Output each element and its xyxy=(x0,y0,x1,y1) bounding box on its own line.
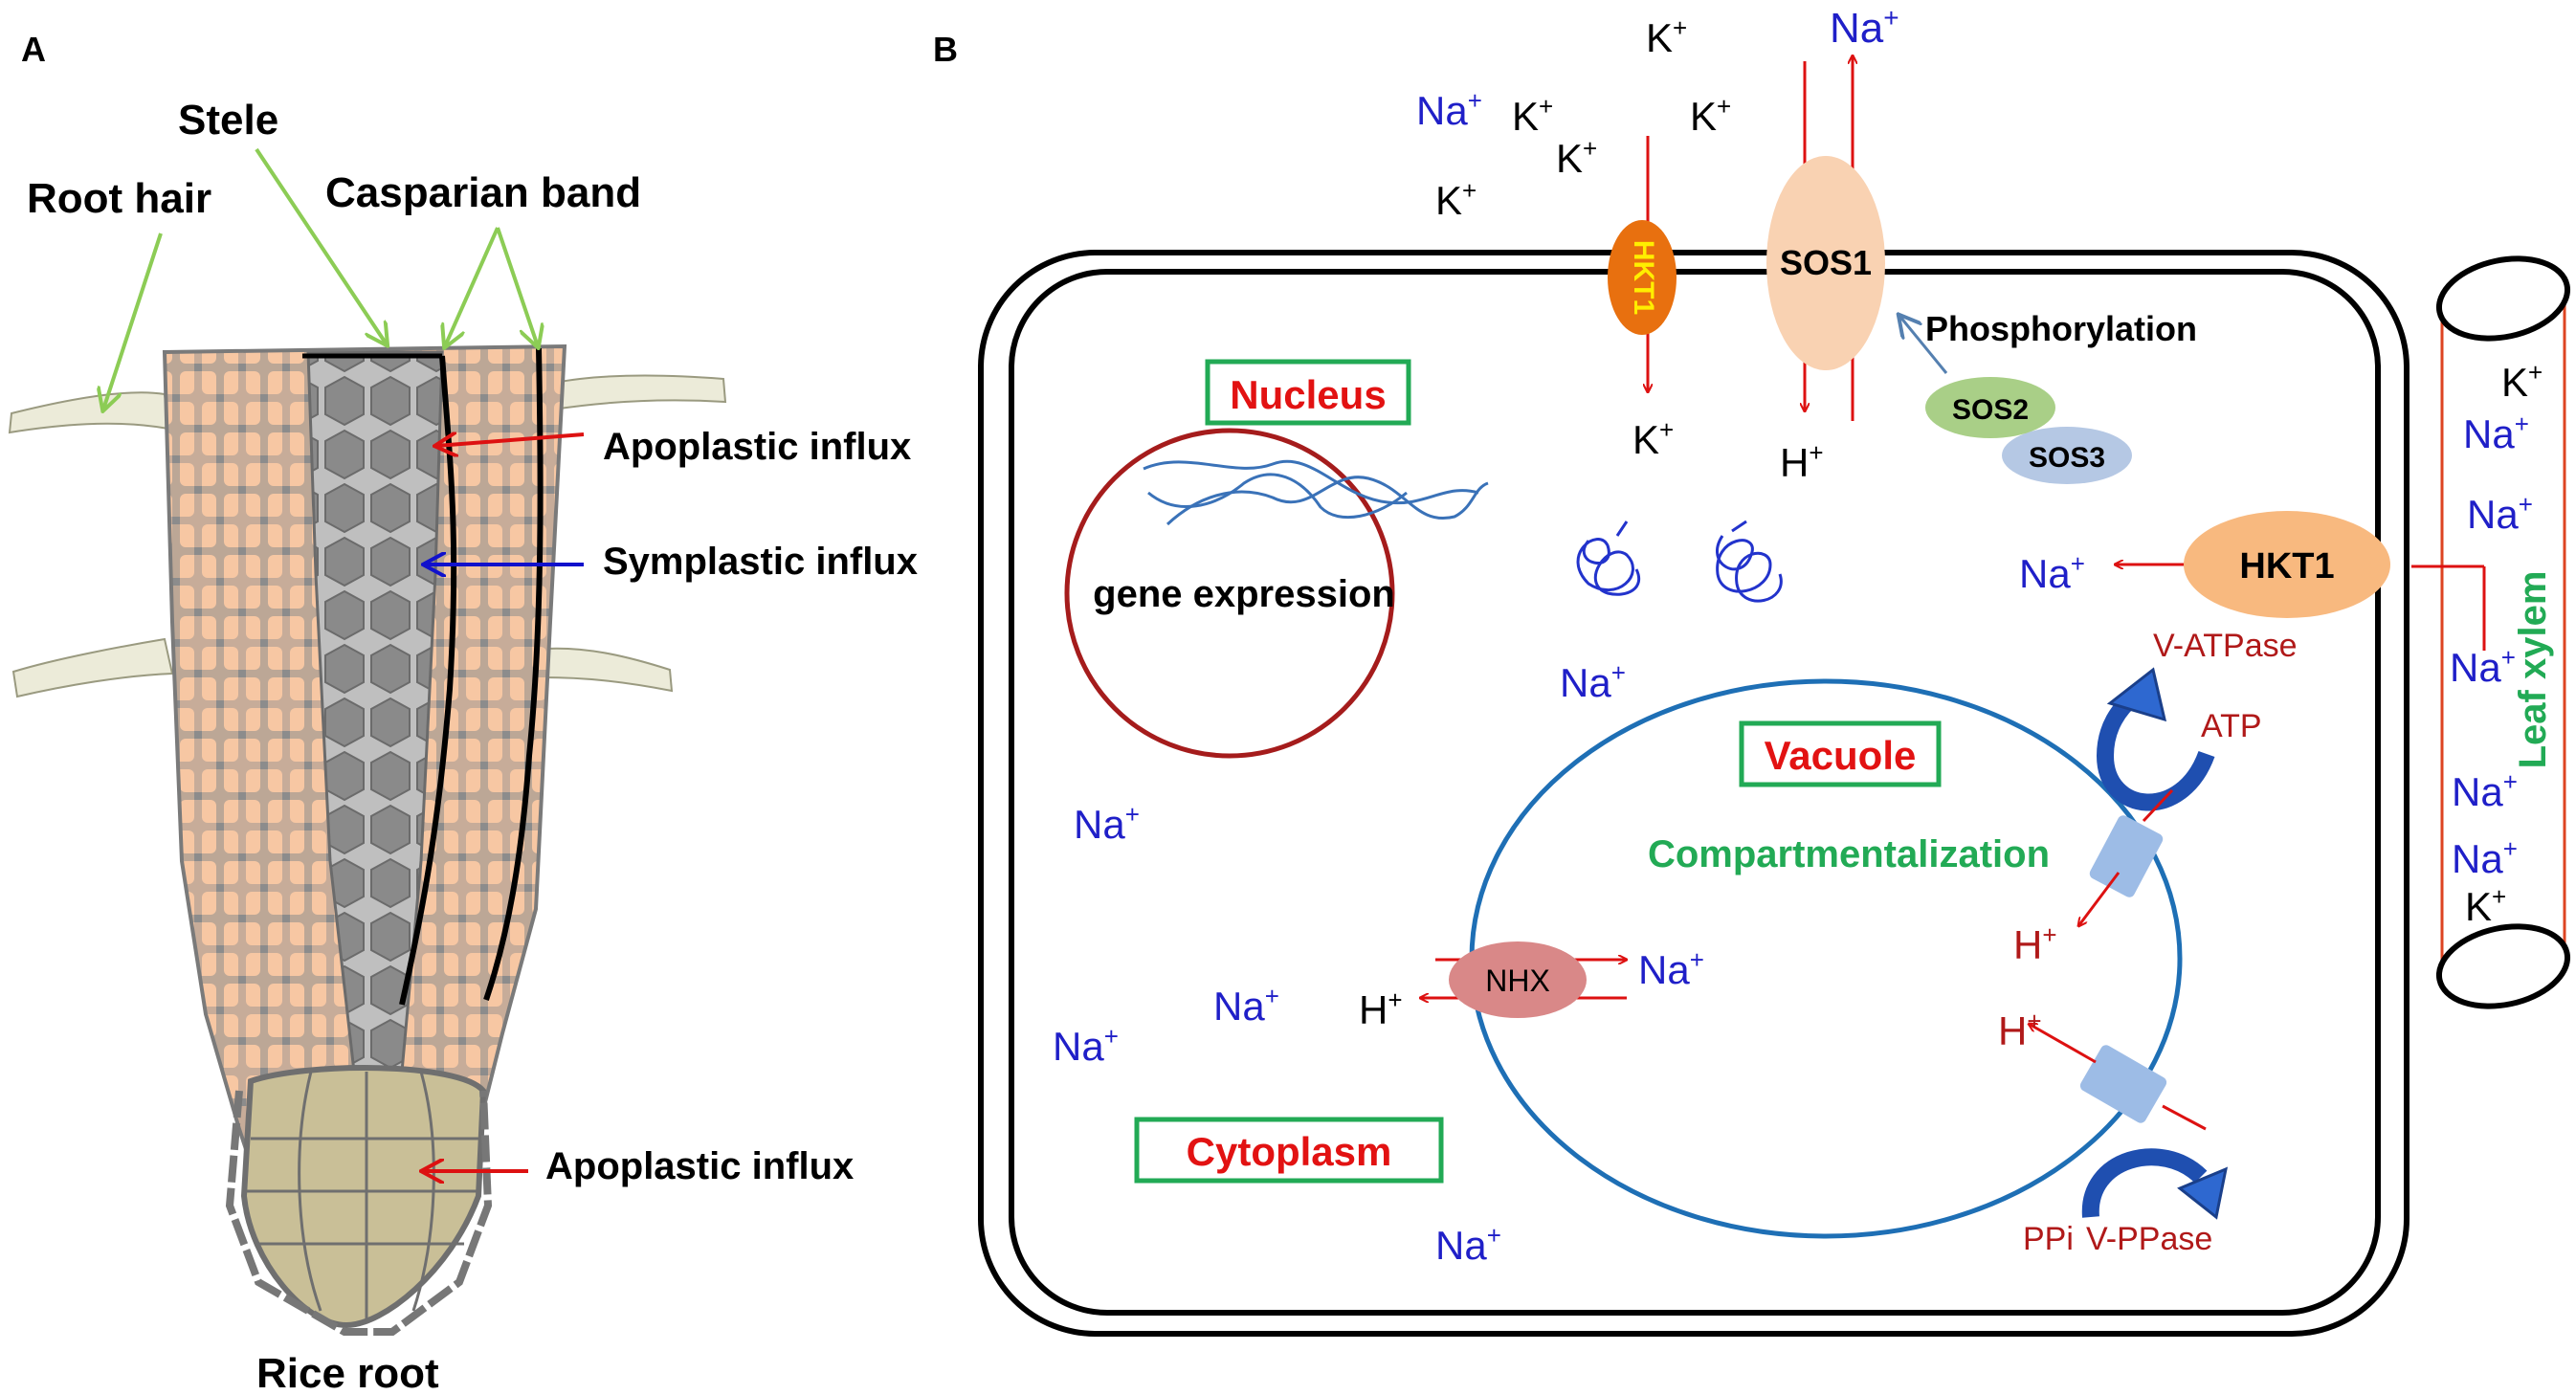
root-hair-upper-left xyxy=(8,391,170,434)
nhx-antiporter xyxy=(1449,941,1587,1018)
ions: Na+ K+ K+ K+ K+ K+ Na+ K+ H+ Na+ Na+ Na+… xyxy=(1053,3,2543,1268)
ion-k: K+ xyxy=(1646,13,1687,60)
phosphorylation-label: Phosphorylation xyxy=(1925,309,2197,348)
v-ppase-pump xyxy=(2079,1045,2167,1123)
ion-na: Na+ xyxy=(2452,767,2518,814)
v-atpase-stub xyxy=(2142,788,2174,823)
v-atpase-h-arrow xyxy=(2078,872,2121,926)
cytoplasm-label: Cytoplasm xyxy=(1187,1129,1392,1174)
leaf-xylem-top-opening xyxy=(2435,255,2571,342)
cell-membrane-inner xyxy=(1009,269,2381,1316)
leaf-xylem-label: Leaf xylem xyxy=(2512,571,2554,769)
v-atpase-curved-arrow xyxy=(2096,689,2215,811)
arrow-casparian-inner xyxy=(445,227,500,346)
ion-na: Na+ xyxy=(1435,1221,1501,1268)
stele-label: Stele xyxy=(178,97,278,144)
ppi-label: PPi xyxy=(2023,1221,2074,1257)
hkt1-xylem-label: HKT1 xyxy=(2239,546,2334,587)
ion-na: Na+ xyxy=(1213,982,1279,1029)
panel-a-label: A xyxy=(21,30,46,69)
dna-strand-3 xyxy=(1147,473,1408,520)
sos3-label: SOS3 xyxy=(2029,442,2105,474)
panel-a: A Stele Root hair Casparian band xyxy=(8,30,918,1395)
dna-strand-1 xyxy=(1143,459,1479,505)
apoplastic-influx-label-2: Apoplastic influx xyxy=(545,1145,854,1187)
root-hair-upper-right xyxy=(551,374,727,411)
v-atpase-label: V-ATPase xyxy=(2153,628,2298,664)
ion-h: H+ xyxy=(2013,920,2057,967)
panel-b-label: B xyxy=(933,30,958,69)
sos1-label: SOS1 xyxy=(1780,243,1872,282)
casparian-band-label: Casparian band xyxy=(325,169,641,216)
arrow-casparian-outer xyxy=(496,227,538,346)
ion-na: Na+ xyxy=(1638,945,1704,992)
nucleus-label-box xyxy=(1205,359,1411,426)
ion-na: Na+ xyxy=(2452,834,2518,881)
root-cap xyxy=(225,1065,493,1336)
sos1-transporter xyxy=(1766,156,1885,370)
root-hair-lower-right xyxy=(542,647,674,693)
cell-wall-outer xyxy=(978,250,2409,1337)
sos2-label: SOS2 xyxy=(1952,394,2029,426)
arrow-apoplastic-influx-1 xyxy=(436,434,585,446)
v-ppase-curved-arrow xyxy=(2081,1148,2208,1218)
arrow-stele xyxy=(255,147,387,344)
apoplastic-influx-label-1: Apoplastic influx xyxy=(603,426,911,468)
ion-na: Na+ xyxy=(1053,1022,1119,1069)
rice-root-caption: Rice root xyxy=(256,1350,439,1395)
ion-na: Na+ xyxy=(2463,410,2529,456)
ion-h: H+ xyxy=(1780,438,1824,485)
hkt1-xylem-transporter xyxy=(2184,511,2390,618)
ion-na: Na+ xyxy=(1074,800,1140,847)
ion-k: K+ xyxy=(2501,358,2543,405)
sos2-protein xyxy=(1925,377,2055,438)
vacuole-label: Vacuole xyxy=(1765,733,1917,778)
ion-k: K+ xyxy=(1556,134,1597,181)
nucleus xyxy=(1064,428,1395,759)
casparian-band-outer xyxy=(483,347,544,1001)
sos3-protein xyxy=(2002,427,2132,484)
ion-h: H+ xyxy=(1998,1007,2042,1053)
protein-tangle-1 xyxy=(1576,520,1641,596)
hkt1-membrane-label: HKT1 xyxy=(1628,240,1659,315)
ion-k: K+ xyxy=(1690,92,1731,139)
cytoplasm-label-box xyxy=(1134,1117,1444,1184)
atp-label: ATP xyxy=(2201,708,2262,744)
ion-k: K+ xyxy=(2465,882,2506,929)
v-ppase-arrowhead xyxy=(2177,1166,2229,1220)
nucleus-label: Nucleus xyxy=(1230,372,1386,417)
v-ppase-h-arrow xyxy=(2029,1024,2097,1064)
vacuole-label-box xyxy=(1739,720,1942,787)
ion-h: H+ xyxy=(1359,985,1403,1032)
ion-k: K+ xyxy=(1435,176,1477,223)
ion-na: Na+ xyxy=(1416,86,1482,133)
ion-k: K+ xyxy=(1632,415,1674,462)
protein-tangle-2 xyxy=(1716,520,1783,603)
arrow-root-hair xyxy=(103,232,163,410)
hkt1-membrane-transporter xyxy=(1608,220,1677,335)
gene-expression-label: gene expression xyxy=(1093,573,1395,615)
ion-na: Na+ xyxy=(2019,549,2085,596)
root-hair-lower-left xyxy=(11,637,174,698)
symplastic-influx-label: Symplastic influx xyxy=(603,541,918,583)
ion-na: Na+ xyxy=(1560,658,1626,705)
phosphorylation-arrow xyxy=(1899,316,1948,374)
ion-na: Na+ xyxy=(2450,643,2516,690)
panel-b: B Nucleus gene expression Vacuole Compar… xyxy=(933,3,2571,1337)
nhx-label: NHX xyxy=(1485,963,1550,998)
v-ppase-stub xyxy=(2162,1104,2207,1131)
ion-na: Na+ xyxy=(1830,3,1899,52)
v-atpase-pump xyxy=(2089,815,2164,897)
ion-na: Na+ xyxy=(2467,490,2533,537)
leaf-xylem-tube xyxy=(2442,297,2566,966)
v-atpase-arrowhead xyxy=(2106,667,2167,722)
ion-k: K+ xyxy=(1512,92,1553,139)
v-ppase-label: V-PPase xyxy=(2086,1221,2212,1257)
root-hair-label: Root hair xyxy=(27,175,211,222)
leaf-xylem-bottom-opening xyxy=(2435,923,2571,1009)
compartmentalization-label: Compartmentalization xyxy=(1648,833,2050,875)
